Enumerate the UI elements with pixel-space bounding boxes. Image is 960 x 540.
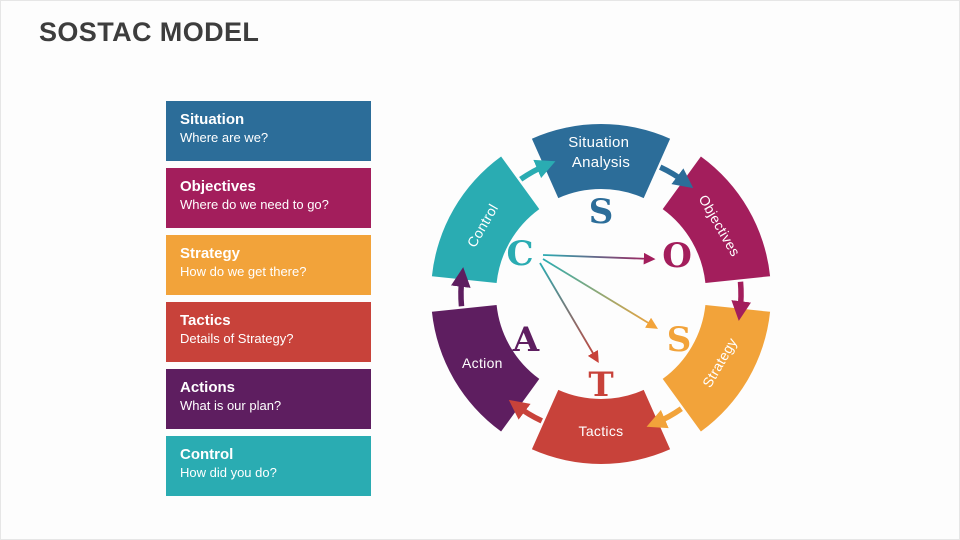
arrow-c-to-t — [539, 262, 599, 364]
legend-heading: Tactics — [180, 312, 231, 329]
legend-heading: Actions — [180, 379, 236, 396]
legend-item-strategy: Strategy How do we get there? — [166, 235, 371, 295]
arrow-tactics-to-action — [508, 399, 544, 424]
legend-item-actions: Actions What is our plan? — [166, 369, 371, 429]
wheel-segment-tactics — [531, 389, 671, 464]
letter-a-action: A — [512, 320, 540, 360]
wheel-segment-strategy — [662, 305, 771, 432]
legend-heading: Control — [180, 446, 234, 463]
letter-s-situation: S — [589, 192, 614, 232]
legend-heading: Situation — [180, 111, 245, 128]
legend-question: How do we get there? — [180, 264, 307, 280]
segment-label-line: Analysis — [572, 154, 630, 171]
legend-question: Where are we? — [180, 130, 269, 146]
letter-s-strategy: S — [667, 320, 692, 360]
arrow-c-to-o — [542, 252, 656, 265]
letter-t-tactics: T — [588, 365, 613, 405]
letter-c-control: C — [506, 234, 533, 274]
arrow-c-to-s — [542, 258, 659, 329]
legend-question: How did you do? — [180, 465, 277, 481]
arrow-situation-to-objectives — [658, 164, 694, 189]
arrow-control-to-situation — [519, 159, 556, 182]
wheel-segment-control — [431, 156, 540, 283]
legend-heading: Objectives — [180, 178, 256, 195]
legend-item-situation: Situation Where are we? — [166, 101, 371, 161]
arrow-strategy-to-tactics — [646, 406, 683, 429]
legend-question: Details of Strategy? — [180, 331, 294, 347]
segment-label-situation: Situation Analysis — [568, 134, 634, 171]
legend-heading: Strategy — [180, 245, 241, 262]
legend-item-objectives: Objectives Where do we need to go? — [166, 168, 371, 228]
legend: Situation Where are we? Objectives Where… — [166, 101, 371, 496]
page-title: SOSTAC MODEL — [39, 17, 260, 47]
arrow-objectives-to-strategy — [731, 281, 752, 321]
segment-label-line: Situation — [568, 134, 629, 151]
segment-label-action: Action — [462, 355, 503, 371]
segment-label-tactics: Tactics — [579, 423, 624, 439]
legend-item-control: Control How did you do? — [166, 436, 371, 496]
letter-o-objectives: O — [662, 236, 692, 276]
legend-item-tactics: Tactics Details of Strategy? — [166, 302, 371, 362]
arrow-action-to-control — [450, 267, 471, 307]
sostac-wheel-diagram: Situation Analysis Objectives Strategy T… — [431, 124, 771, 464]
legend-question: Where do we need to go? — [180, 197, 329, 213]
legend-question: What is our plan? — [180, 398, 282, 414]
wheel-segment-situation — [531, 124, 671, 199]
